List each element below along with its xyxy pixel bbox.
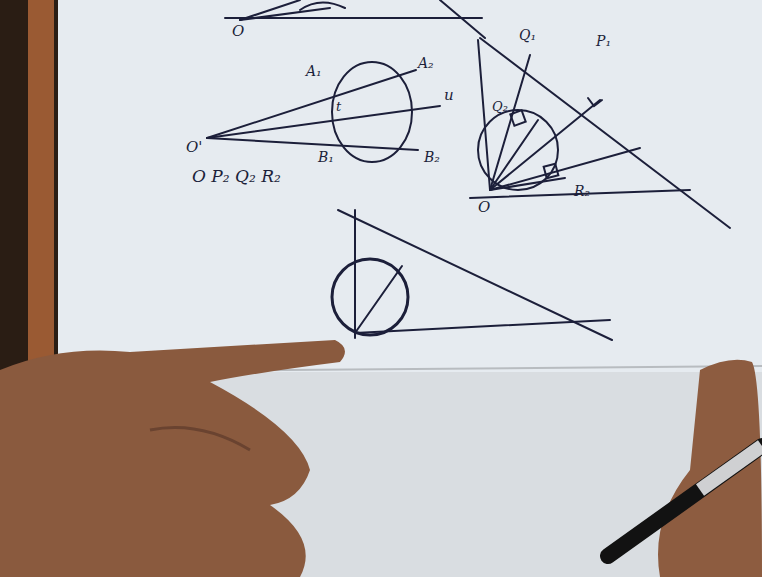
- point-label: B₂: [424, 150, 440, 164]
- point-label: R₂: [574, 184, 590, 198]
- note-text: O P₂ Q₂ R₂: [192, 168, 281, 185]
- point-label: O: [232, 24, 244, 39]
- point-label: O': [186, 140, 202, 155]
- point-label: B₁: [318, 150, 334, 164]
- point-label: O: [478, 200, 490, 215]
- point-label: P₁: [596, 34, 611, 48]
- point-label: A₂: [418, 56, 434, 70]
- point-label: A₁: [306, 64, 322, 78]
- point-label: Q₂: [492, 100, 508, 113]
- point-label: Q₁: [519, 28, 536, 42]
- point-label: u: [444, 88, 454, 103]
- point-label: t: [336, 100, 341, 113]
